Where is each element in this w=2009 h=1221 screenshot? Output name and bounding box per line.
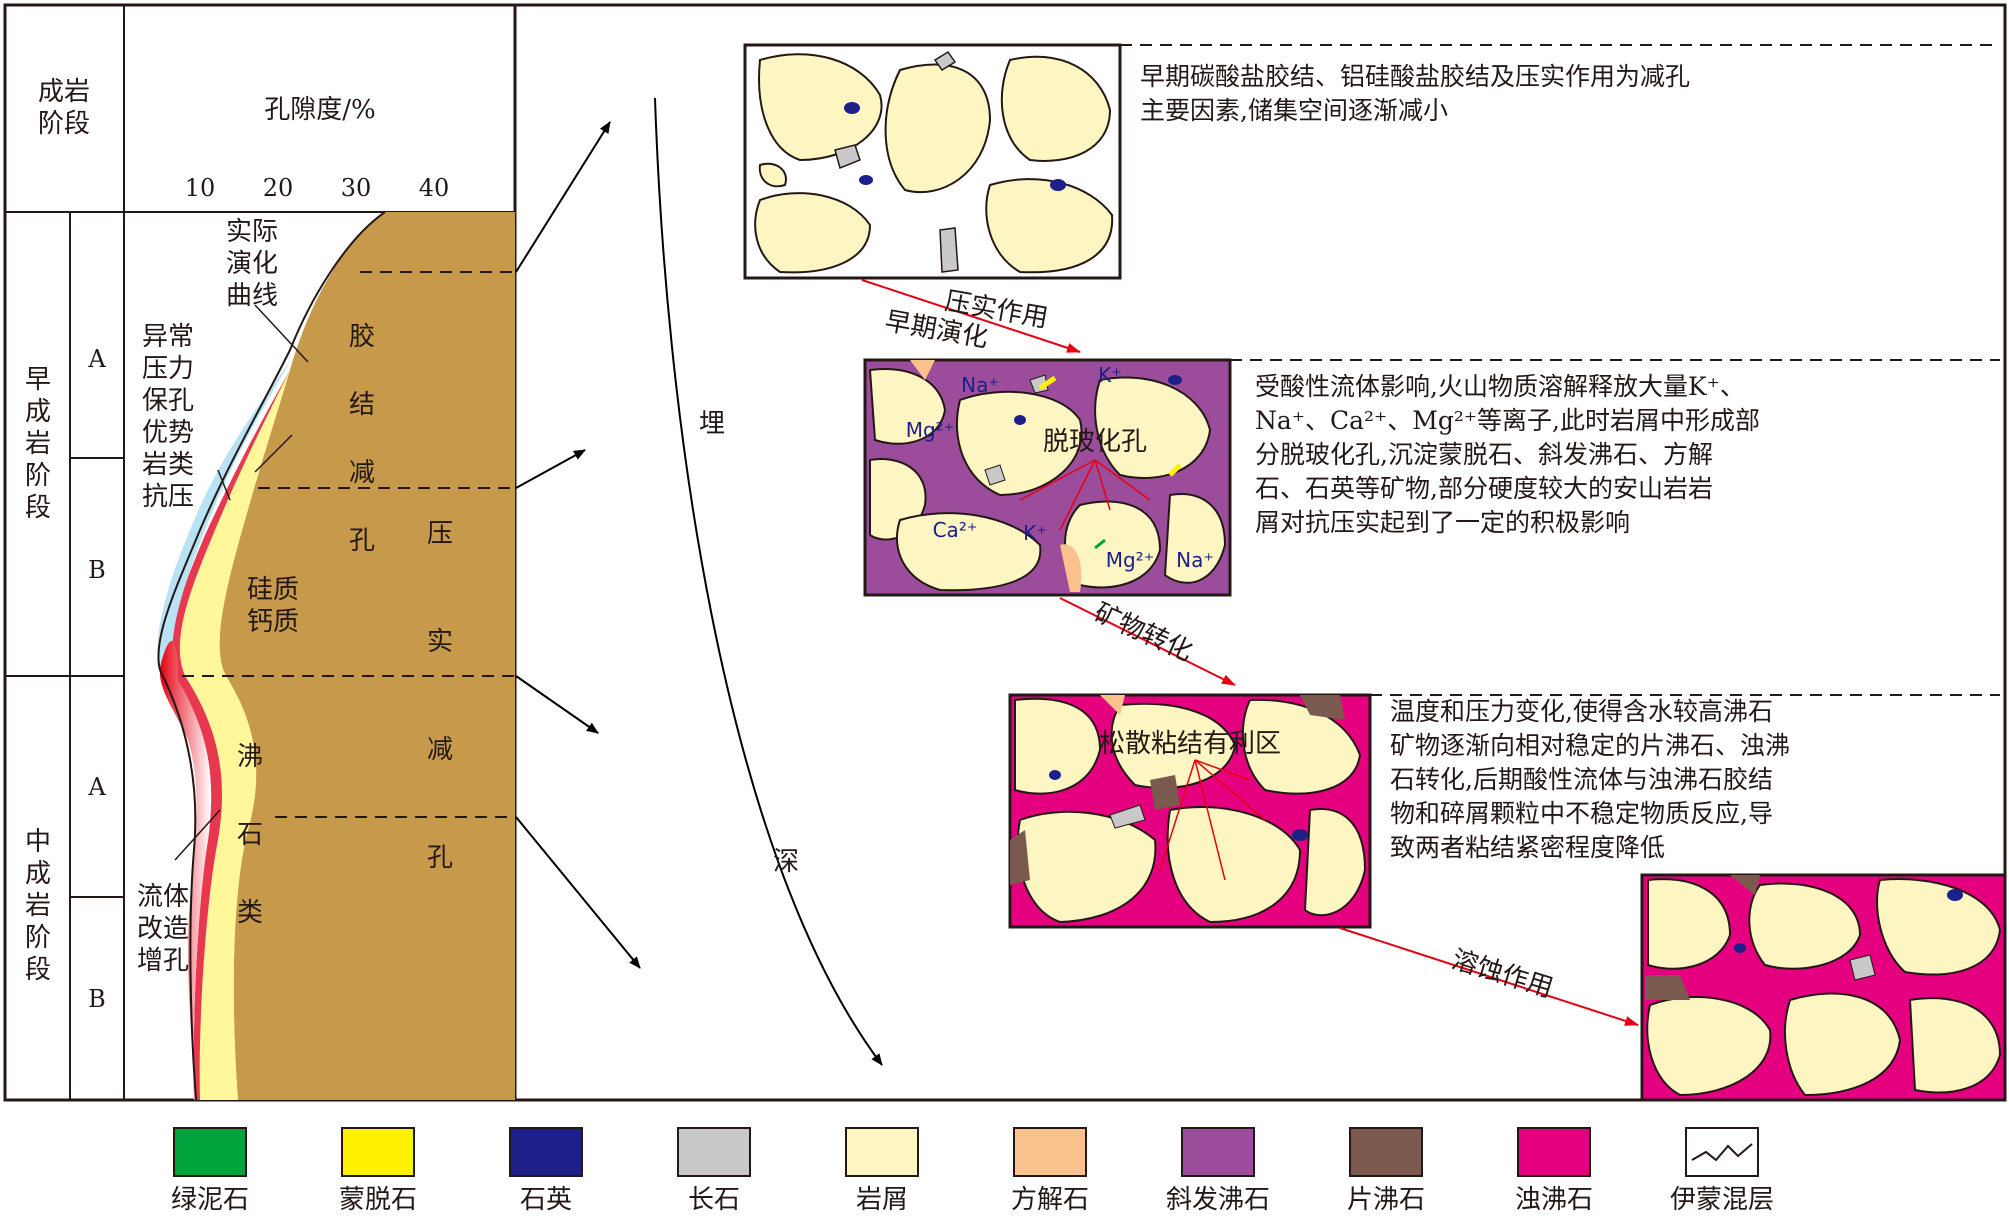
legend-swatch	[341, 1127, 415, 1177]
legend-label: 伊蒙混层	[1670, 1185, 1774, 1215]
sub-stage-b1: B	[88, 556, 106, 584]
note-transformation: 温度和压力变化,使得含水较高沸石矿物逐渐向相对稳定的片沸石、浊沸石转化,后期酸性…	[1390, 697, 1790, 862]
abnormal-pressure-label: 异常压力保孔优势岩类抗压	[142, 322, 194, 512]
porosity-tick-10: 10	[185, 174, 216, 202]
porosity-plot	[157, 211, 515, 1101]
actual-curve	[157, 211, 386, 1101]
fluid-band	[159, 640, 212, 1100]
burial-label: 埋	[699, 409, 725, 439]
legend-label: 片沸石	[1347, 1185, 1425, 1215]
zeolite-band	[179, 370, 290, 1100]
ion-label: Mg²⁺	[906, 418, 955, 442]
early-stage-label: 早成岩阶段	[25, 365, 51, 523]
curve-labels: 实际演化曲线 异常压力保孔优势岩类抗压 硅质钙质 流体改造增孔 沸石类 胶结减孔…	[137, 217, 453, 976]
stage-arrows: 埋 深	[515, 97, 883, 1066]
siliceous-label: 硅质钙质	[247, 575, 299, 637]
actual-curve-label: 实际演化曲线	[226, 217, 278, 311]
zeolite-label: 沸石类	[237, 742, 263, 928]
legend-swatch	[677, 1127, 751, 1177]
legend-label: 浊沸石	[1515, 1185, 1593, 1215]
sub-stage-b2: B	[88, 985, 106, 1013]
stage-header: 成岩阶段	[38, 77, 90, 139]
process-label-dissolution: 溶蚀作用	[1448, 945, 1556, 1004]
legend-label: 长石	[688, 1185, 740, 1215]
note-devitrification: 受酸性流体影响,火山物质溶解释放大量K⁺、Na⁺、Ca²⁺、Mg²⁺等离子,此时…	[1255, 372, 1760, 537]
sub-stage-a1: A	[87, 345, 106, 373]
note-early: 早期碳酸盐胶结、铝硅酸盐胶结及压实作用为减孔主要因素,储集空间逐渐减小	[1140, 62, 1690, 125]
legend-swatch	[1517, 1127, 1591, 1177]
legend-label: 石英	[520, 1185, 572, 1215]
legend-swatch	[173, 1127, 247, 1177]
ion-label: Na⁺	[1176, 548, 1214, 572]
ion-labels: Na⁺K⁺Mg²⁺Ca²⁺K⁺Mg²⁺Na⁺	[906, 363, 1214, 572]
ion-label: Mg²⁺	[1106, 548, 1155, 572]
thin-section-devitrification: 脱玻化孔 Na⁺K⁺Mg²⁺Ca²⁺K⁺Mg²⁺Na⁺	[863, 358, 1232, 597]
loose-zone-label: 松散粘结有利区	[1099, 729, 1281, 759]
porosity-tick-20: 20	[263, 174, 294, 202]
legend-swatch	[1013, 1127, 1087, 1177]
cementation-label: 胶结减孔	[349, 322, 375, 556]
process-label-mineral: 矿物转化	[1090, 598, 1197, 668]
legend-label: 绿泥石	[171, 1185, 249, 1215]
devitrification-label: 脱玻化孔	[1043, 427, 1147, 457]
legend-swatch	[845, 1127, 919, 1177]
stage-notes: 早期碳酸盐胶结、铝硅酸盐胶结及压实作用为减孔主要因素,储集空间逐渐减小 受酸性流…	[1140, 62, 1790, 862]
porosity-tick-30: 30	[341, 174, 372, 202]
ion-label: K⁺	[1098, 363, 1122, 387]
ion-label: K⁺	[1023, 521, 1047, 545]
porosity-ticks: 10 20 30 40	[185, 174, 450, 202]
thin-section-transformation: 松散粘结有利区	[1008, 693, 1372, 929]
burial-label-2: 深	[773, 847, 799, 877]
table-text: 成岩阶段 孔隙度/% 10 20 30 40 早成岩阶段 中成岩阶段 A B A B	[25, 77, 449, 1013]
legend-swatch	[1181, 1127, 1255, 1177]
porosity-header: 孔隙度/%	[264, 95, 375, 125]
compaction-label: 压实减孔	[427, 519, 453, 873]
ion-label: Na⁺	[961, 373, 999, 397]
legend-swatch	[1349, 1127, 1423, 1177]
note-separators	[1120, 44, 2000, 696]
legend-swatch	[509, 1127, 583, 1177]
thin-section-early	[743, 43, 1122, 280]
fluid-label: 流体改造增孔	[137, 882, 189, 976]
zigzag-icon	[1691, 1143, 1753, 1162]
compaction-region	[219, 212, 515, 1100]
siliceous-band	[169, 370, 290, 1100]
porosity-tick-40: 40	[419, 174, 450, 202]
legend-label: 斜发沸石	[1166, 1185, 1270, 1215]
middle-stage-label: 中成岩阶段	[25, 827, 51, 985]
legend: 绿泥石 蒙脱石 石英 长石 岩屑 方解石 斜发沸石 片沸石 浊沸石 伊蒙混层	[171, 1127, 1774, 1215]
burial-arrow	[654, 97, 883, 1066]
legend-label: 蒙脱石	[339, 1185, 417, 1215]
thin-section-dissolution	[1640, 873, 2007, 1102]
ion-label: Ca²⁺	[933, 518, 978, 542]
legend-label: 岩屑	[856, 1185, 908, 1215]
legend-label: 方解石	[1011, 1185, 1089, 1215]
sub-stage-a2: A	[87, 773, 106, 801]
